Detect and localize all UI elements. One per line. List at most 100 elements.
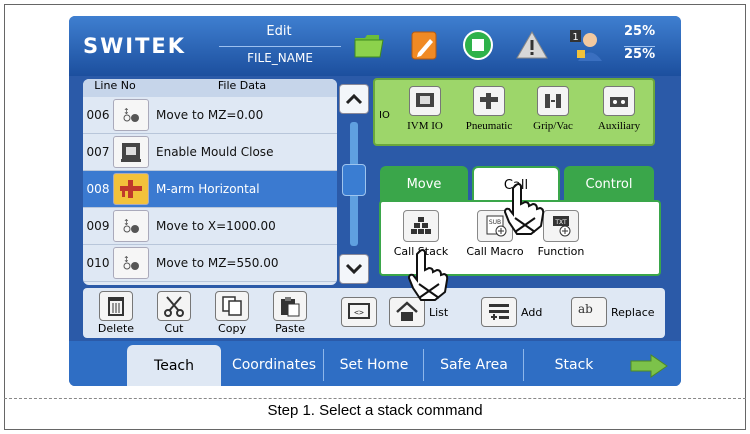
scroll-up-button[interactable] [339, 84, 369, 114]
add-label: Add [521, 305, 543, 319]
folder-icon[interactable] [353, 28, 387, 62]
list-scrollbar[interactable] [339, 84, 369, 284]
pointing-hand-icon [405, 248, 449, 306]
nav-coordinates[interactable]: Coordinates [231, 357, 317, 373]
list-row-selected[interactable]: 008 M-arm Horizontal [83, 171, 337, 208]
pneumatic-button[interactable]: Pneumatic [459, 86, 519, 132]
caption-divider [4, 398, 746, 399]
pointing-hand-icon [501, 182, 545, 240]
function-badge: TXT [554, 219, 567, 226]
trash-icon [99, 291, 133, 321]
file-name-label: FILE_NAME [219, 46, 341, 65]
nav-safe-area[interactable]: Safe Area [440, 357, 508, 373]
row-text: Move to MZ=550.00 [156, 256, 279, 270]
ivm-io-button[interactable]: IVM IO [395, 86, 455, 132]
code-icon: <> [341, 297, 377, 327]
delete-label: Delete [97, 322, 135, 335]
function-button[interactable]: TXT Function [523, 210, 599, 258]
paste-button[interactable]: Paste [265, 291, 315, 335]
replace-button[interactable]: ab Replace [571, 297, 655, 327]
arm-icon [113, 173, 149, 205]
line-number: 008 [86, 182, 110, 196]
list-row[interactable]: 009 ↕ Move to X=1000.00 [83, 208, 337, 245]
next-arrow-icon[interactable] [629, 353, 669, 383]
svg-text:↕: ↕ [123, 218, 130, 227]
io-label: IO [379, 110, 390, 121]
svg-text:↕: ↕ [123, 255, 130, 264]
nav-teach[interactable]: Teach [127, 345, 221, 386]
nav-divider [423, 349, 424, 381]
row-text: Move to X=1000.00 [156, 219, 276, 233]
list-row[interactable]: 006 ↕ Move to MZ=0.00 [83, 97, 337, 134]
io-panel: IO IVM IO Pneumatic Grip/Vac Auxiliary [373, 78, 655, 146]
gripper-icon [537, 86, 569, 116]
list-button[interactable]: List [389, 297, 448, 327]
auxiliary-icon [603, 86, 635, 116]
percent-bottom: 25% [624, 46, 656, 62]
copy-icon [215, 291, 249, 321]
list-header: Line No File Data [83, 79, 337, 97]
row-text: Enable Mould Close [156, 145, 274, 159]
col-line-no: Line No [94, 79, 136, 92]
replace-label: Replace [611, 305, 655, 319]
user-icon[interactable]: 1 [569, 28, 603, 62]
auxiliary-label: Auxiliary [597, 120, 641, 132]
percent-top: 25% [624, 24, 656, 39]
list-row[interactable]: 010 ↕ Move to MZ=550.00 [83, 245, 337, 282]
move-axis-icon: ↕ [113, 247, 149, 279]
line-number: 010 [86, 256, 110, 270]
grip-vac-label: Grip/Vac [533, 120, 573, 132]
pneumatic-icon [473, 86, 505, 116]
add-button[interactable]: Add [481, 297, 542, 327]
grip-vac-button[interactable]: Grip/Vac [523, 86, 583, 132]
bottom-nav: Teach Coordinates Set Home Safe Area Sta… [69, 341, 681, 386]
home-icon [389, 297, 425, 327]
svg-text:<>: <> [354, 308, 364, 317]
cut-label: Cut [164, 322, 184, 335]
line-number: 006 [86, 108, 110, 122]
warning-icon[interactable] [515, 28, 549, 62]
auxiliary-button[interactable]: Auxiliary [589, 86, 649, 132]
row-text: Move to MZ=0.00 [156, 108, 264, 122]
paste-icon [273, 291, 307, 321]
cut-button[interactable]: Cut [149, 291, 199, 335]
top-bar: SWITEK Edit FILE_NAME 1 25% 25% [69, 16, 681, 76]
copy-button[interactable]: Copy [207, 291, 257, 335]
delete-button[interactable]: Delete [91, 291, 141, 335]
move-axis-icon: ↕ [113, 99, 149, 131]
nav-divider [523, 349, 524, 381]
function-icon: TXT [543, 210, 579, 242]
scissors-icon [157, 291, 191, 321]
macro-badge: SUB [489, 219, 501, 226]
user-badge: 1 [572, 32, 578, 43]
code-view-button[interactable]: <> [341, 297, 381, 327]
add-list-icon [481, 297, 517, 327]
scroll-down-button[interactable] [339, 254, 369, 284]
stop-run-icon[interactable] [461, 28, 495, 62]
mould-icon [113, 136, 149, 168]
tab-control[interactable]: Control [564, 166, 654, 202]
col-file-data: File Data [217, 79, 267, 92]
nav-stack[interactable]: Stack [554, 357, 594, 373]
function-label: Function [537, 245, 585, 258]
tab-move[interactable]: Move [380, 166, 468, 202]
mode-label: Edit [266, 24, 292, 39]
ivm-io-icon [409, 86, 441, 116]
call-macro-label: Call Macro [466, 245, 524, 258]
program-list: Line No File Data 006 ↕ Move to MZ=0.00 … [83, 79, 337, 285]
paste-label: Paste [275, 322, 305, 335]
scroll-thumb[interactable] [342, 164, 366, 196]
line-number: 007 [86, 145, 110, 159]
list-row[interactable]: 007 Enable Mould Close [83, 134, 337, 171]
list-label: List [429, 305, 449, 319]
ivm-io-label: IVM IO [407, 120, 443, 132]
row-text: M-arm Horizontal [156, 182, 260, 196]
svg-text:↕: ↕ [123, 107, 130, 116]
nav-divider [323, 349, 324, 381]
nav-set-home[interactable]: Set Home [339, 357, 409, 373]
move-axis-icon: ↕ [113, 210, 149, 242]
figure-frame [4, 4, 746, 430]
edit-toolbar: Delete Cut Copy Paste <> List Add ab Rep… [83, 288, 665, 338]
edit-pencil-icon[interactable] [407, 28, 441, 62]
line-number: 009 [86, 219, 110, 233]
